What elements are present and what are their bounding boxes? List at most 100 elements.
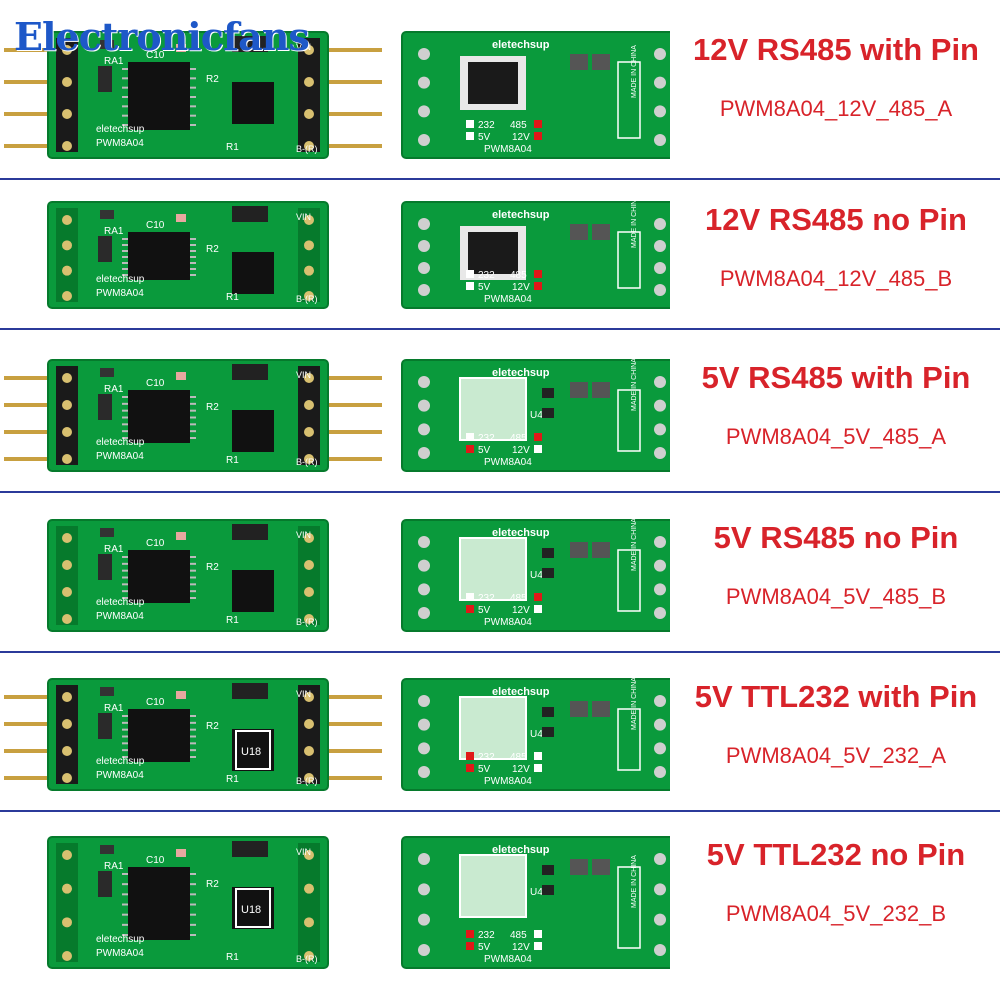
- back-pad: [654, 536, 666, 548]
- pad: [304, 533, 314, 543]
- svg-text:MADE IN CHINA: MADE IN CHINA: [631, 855, 638, 908]
- svg-text:RA1: RA1: [104, 56, 124, 67]
- jumper-485: [534, 270, 542, 278]
- svg-text:5V: 5V: [478, 942, 491, 953]
- back-pad: [654, 423, 666, 436]
- header-pin: [300, 112, 382, 116]
- svg-text:eletechsup: eletechsup: [492, 367, 550, 379]
- jumper-232: [466, 593, 474, 601]
- svg-text:B-(R): B-(R): [296, 457, 318, 467]
- diode: [232, 524, 268, 540]
- svg-text:R1: R1: [226, 774, 239, 785]
- svg-text:R1: R1: [226, 292, 239, 303]
- row-divider: [0, 178, 1000, 180]
- back-pad: [418, 695, 430, 707]
- led: [176, 214, 186, 222]
- pad: [304, 400, 314, 410]
- svg-text:MADE IN CHINA: MADE IN CHINA: [631, 677, 638, 730]
- svg-text:PWM8A04: PWM8A04: [484, 776, 532, 787]
- smd-part: [592, 224, 610, 240]
- svg-text:U18: U18: [241, 746, 261, 758]
- pad: [304, 77, 314, 87]
- svg-text:R1: R1: [226, 952, 239, 963]
- back-pad: [418, 944, 430, 956]
- svg-text:485: 485: [510, 433, 527, 444]
- svg-text:eletechsup: eletechsup: [96, 124, 145, 135]
- svg-text:eletechsup: eletechsup: [96, 274, 145, 285]
- svg-text:MADE IN CHINA: MADE IN CHINA: [631, 195, 638, 248]
- board-photos: RA1C10R2R1eletechsupPWM8A04VINB-(R)elete…: [47, 518, 670, 632]
- jumper-5v: [466, 605, 474, 613]
- jumper-5v: [466, 132, 474, 140]
- svg-text:MADE IN CHINA: MADE IN CHINA: [631, 358, 638, 411]
- transceiver-chip: [232, 570, 274, 612]
- back-pad: [654, 218, 666, 230]
- pad: [62, 109, 72, 119]
- svg-text:RA1: RA1: [104, 544, 124, 555]
- back-pad: [418, 399, 430, 412]
- svg-text:PWM8A04: PWM8A04: [96, 948, 144, 959]
- pad: [62, 291, 72, 301]
- back-pad: [654, 883, 666, 896]
- led: [176, 372, 186, 380]
- svg-text:485: 485: [510, 593, 527, 604]
- jumper-485: [534, 433, 542, 441]
- left-header: [56, 366, 78, 465]
- jumper-5v: [466, 282, 474, 290]
- board-photos: U18RA1C10R2R1eletechsupPWM8A04VINB-(R)el…: [4, 677, 670, 791]
- smd-part: [100, 210, 114, 219]
- diode: [232, 206, 268, 222]
- watermark-logo: Electronicfans: [14, 14, 310, 59]
- jumper-485: [534, 593, 542, 601]
- pad: [304, 427, 314, 437]
- pad: [304, 109, 314, 119]
- pad: [62, 454, 72, 464]
- back-pad: [654, 853, 666, 865]
- svg-text:R1: R1: [226, 615, 239, 626]
- header-pin: [4, 144, 84, 148]
- variant-title: 5V RS485 no Pin: [713, 520, 959, 555]
- svg-text:PWM8A04: PWM8A04: [96, 611, 144, 622]
- diode: [232, 683, 268, 699]
- regulator-pad-5v: [459, 537, 527, 601]
- svg-text:R2: R2: [206, 562, 219, 573]
- regulator-pad-5v: [459, 696, 527, 760]
- svg-text:5V: 5V: [478, 282, 491, 293]
- regulator-pad-5v: [459, 854, 527, 918]
- led: [176, 532, 186, 540]
- svg-text:PWM8A04: PWM8A04: [96, 451, 144, 462]
- back-pad: [418, 583, 430, 596]
- svg-text:5V: 5V: [478, 764, 491, 775]
- svg-text:VIN: VIN: [296, 530, 311, 540]
- mcu-chip: [128, 232, 190, 280]
- back-pad: [418, 105, 430, 118]
- diode: [232, 36, 268, 52]
- pad: [62, 951, 72, 961]
- transceiver-chip: [232, 82, 274, 124]
- header-pin: [300, 749, 382, 753]
- svg-text:12V: 12V: [512, 764, 530, 775]
- header-pin: [4, 457, 84, 461]
- pad: [304, 917, 314, 928]
- svg-text:PWM8A04: PWM8A04: [484, 457, 532, 468]
- back-pad: [418, 559, 430, 572]
- header-pin: [4, 776, 84, 780]
- jumper-5v: [466, 764, 474, 772]
- mcu-outline: [617, 866, 641, 949]
- svg-text:232: 232: [478, 930, 495, 941]
- smd-part: [100, 528, 114, 537]
- pad: [62, 587, 72, 597]
- right-header: [298, 366, 320, 465]
- header-pin: [4, 430, 84, 434]
- svg-text:eletechsup: eletechsup: [96, 597, 145, 608]
- left-header: [56, 208, 78, 302]
- svg-text:B-(R): B-(R): [296, 954, 318, 964]
- header-pin: [300, 776, 382, 780]
- pad: [304, 373, 314, 383]
- svg-text:12V: 12V: [512, 942, 530, 953]
- led: [176, 44, 186, 52]
- led: [176, 691, 186, 699]
